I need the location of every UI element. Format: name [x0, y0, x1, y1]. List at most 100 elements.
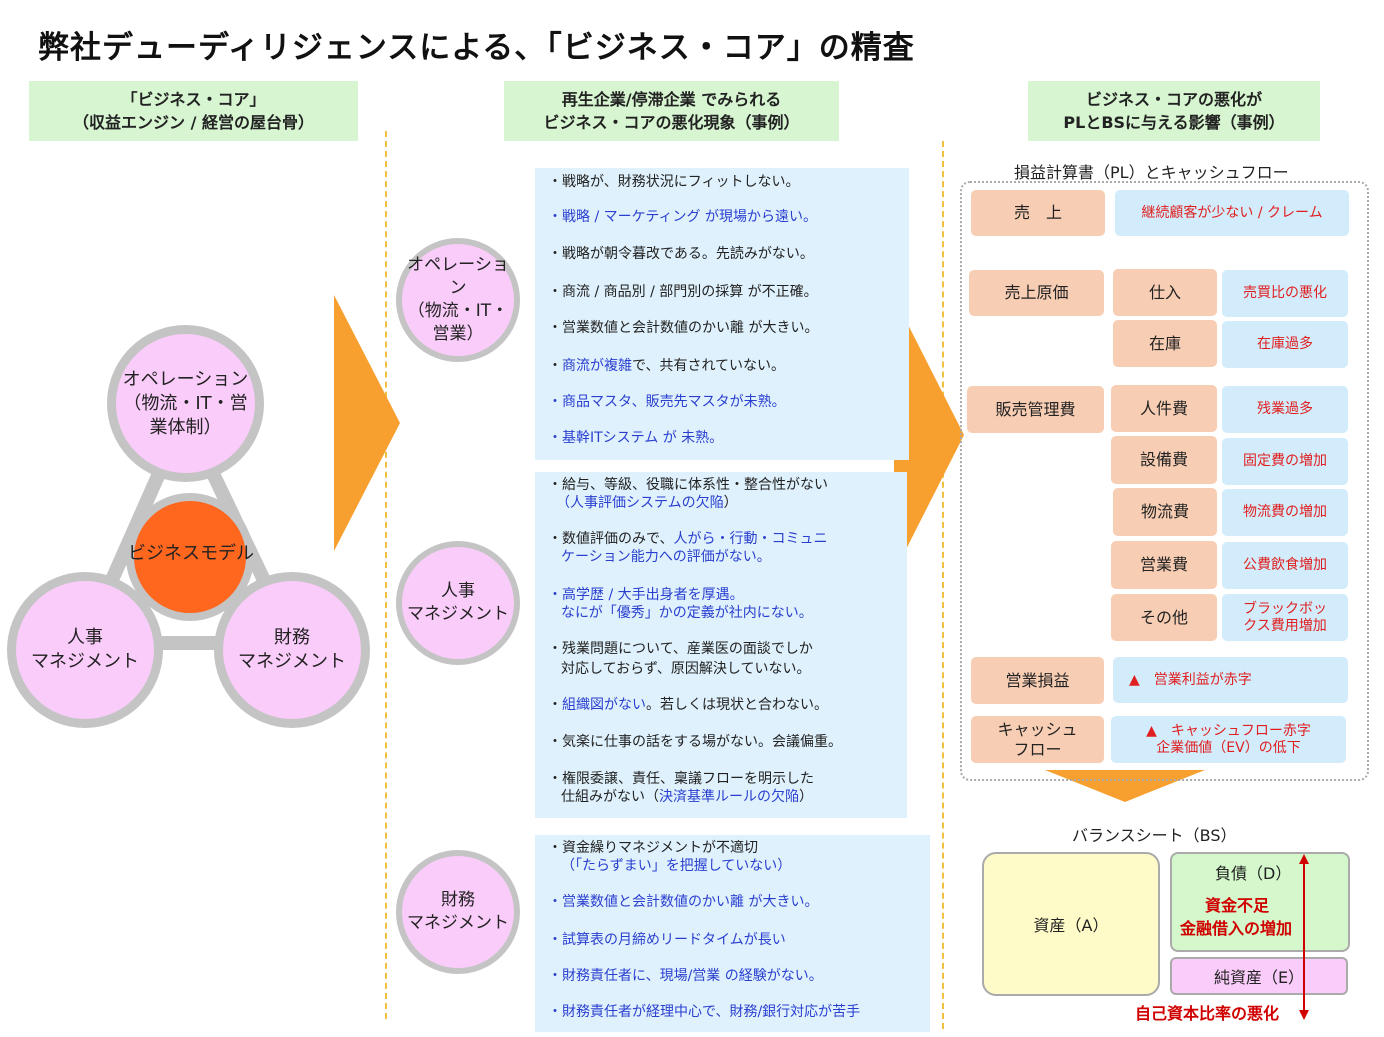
- circle-line: マネジメント: [407, 913, 509, 933]
- bs-liability-note: 資金不足: [1205, 896, 1270, 915]
- effect-line: ブラックボッ: [1243, 600, 1327, 617]
- circle-line: （物流・IT・営業）: [407, 301, 509, 344]
- example-item: ・財務責任者に、現場/営業 の経験がない。: [548, 968, 823, 984]
- pl-label: 損益計算書（PL）とキャッシュフロー: [1014, 163, 1289, 182]
- circle-line: オペレーション: [407, 255, 509, 298]
- header-line: ビジネス・コアの悪化が: [1085, 90, 1262, 109]
- pl-operating-income-effect: ▲ 営業利益が赤字: [1113, 657, 1348, 703]
- example-text: で、共有されていない。: [632, 358, 786, 374]
- pl-cashflow: キャッシュフロー: [971, 716, 1104, 763]
- column-divider: [942, 141, 944, 1029]
- core-hr-circle: 人事マネジメント: [7, 572, 163, 728]
- example-item: ・戦略が、財務状況にフィットしない。: [548, 174, 800, 190]
- header-line: 「ビジネス・コア」: [121, 90, 266, 109]
- example-item: ・商流 / 商品別 / 部門別の採算 が不正確。: [548, 284, 818, 300]
- example-item: ・権限委譲、責任、稟議フローを明示した: [548, 771, 814, 787]
- pl-container: [960, 181, 1369, 781]
- pl-sga-item: 物流費: [1113, 488, 1217, 536]
- example-text: 。若しくは現状と合わない。: [646, 697, 828, 713]
- header-line: PLとBSに与える影響（事例）: [1063, 113, 1285, 132]
- pl-sga-effect: 固定費の増加: [1222, 438, 1348, 485]
- up-down-arrow-icon: [1299, 854, 1309, 1020]
- example-text: ）: [723, 495, 738, 511]
- core-finance-circle: 財務マネジメント: [214, 572, 370, 728]
- pl-operating-income: 営業損益: [971, 657, 1104, 704]
- right-arrow-icon: [894, 297, 964, 573]
- header-phenomena: 再生企業/停滞企業 でみられる ビジネス・コアの悪化現象（事例）: [504, 81, 839, 141]
- column-divider: [385, 131, 387, 1019]
- example-item: 対応しておらず、原因解決していない。: [561, 661, 811, 677]
- pl-sga-effect: 物流費の増加: [1222, 489, 1348, 536]
- finance-examples-panel: [535, 835, 930, 1032]
- pl-sga: 販売管理費: [967, 386, 1104, 433]
- finance-circle: 財務マネジメント: [396, 850, 520, 974]
- pl-cogs-item: 在庫: [1113, 320, 1217, 367]
- pl-sga-item: その他: [1111, 594, 1217, 641]
- bs-liability-note: 金融借入の増加: [1180, 919, 1293, 938]
- pl-cogs-item: 仕入: [1113, 269, 1217, 316]
- operation-examples-panel: [535, 168, 909, 460]
- pl-sga-item: 人件費: [1111, 385, 1217, 432]
- example-item: 仕組みがない（決済基準ルールの欠陥）: [561, 789, 813, 806]
- example-highlight: 組織図がない: [562, 697, 646, 713]
- example-item: （人事評価システムの欠陥）: [556, 495, 738, 512]
- pl-sga-effect: ブラックボックス費用増加: [1222, 594, 1348, 641]
- example-text: 仕組みがない（: [561, 789, 659, 805]
- example-item: ・数値評価のみで、人がら・行動・コミュニ: [548, 531, 827, 548]
- example-text: （人事評価システムの欠陥: [556, 495, 724, 511]
- example-item: ・商流が複雑で、共有されていない。: [548, 358, 786, 374]
- pl-sga-effect: 残業過多: [1222, 386, 1348, 433]
- example-item: ・商品マスタ、販売先マスタが未熟。: [548, 394, 786, 410]
- hr-examples-panel: [535, 472, 907, 818]
- core-operation-circle: オペレーション（物流・IT・営業体制）: [107, 325, 264, 482]
- pl-cogs-effect: 売買比の悪化: [1222, 270, 1348, 317]
- bs-label: バランスシート（BS）: [1072, 826, 1237, 845]
- header-business-core: 「ビジネス・コア」 （収益エンジン / 経営の屋台骨）: [29, 81, 358, 141]
- pl-cashflow-effect: ▲ キャッシュフロー赤字企業価値（EV）の低下: [1111, 716, 1346, 763]
- right-arrow-icon: [334, 295, 400, 551]
- down-arrow-icon: [1045, 770, 1205, 802]
- effect-line: クス費用増加: [1243, 617, 1327, 634]
- example-highlight: 決済基準ルールの欠陥: [659, 789, 799, 805]
- circle-line: （物流・IT・営業体制）: [123, 392, 248, 438]
- example-text: ・数値評価のみで、: [548, 531, 674, 547]
- header-line: （収益エンジン / 経営の屋台骨）: [73, 113, 314, 132]
- example-item: ・財務責任者が経理中心で、財務/銀行対応が苦手: [548, 1004, 861, 1020]
- circle-line: 財務: [274, 627, 310, 648]
- hr-circle: 人事マネジメント: [396, 541, 520, 665]
- example-item: ・気楽に仕事の話をする場がない。会議偏重。: [548, 734, 842, 750]
- example-item: ・基幹ITシステム が 未熟。: [548, 430, 724, 446]
- cashflow-line: キャッシュ: [997, 719, 1078, 739]
- example-item: ・戦略が朝令暮改である。先読みがない。: [548, 246, 814, 262]
- example-item: ・組織図がない。若しくは現状と合わない。: [548, 697, 828, 713]
- header-impact: ビジネス・コアの悪化が PLとBSに与える影響（事例）: [1028, 81, 1320, 141]
- cashflow-line: フロー: [1013, 739, 1062, 759]
- effect-line: 企業価値（EV）の低下: [1156, 739, 1301, 756]
- example-item: なにが「優秀」かの定義が社内にない。: [561, 605, 813, 621]
- business-model-label: ビジネスモデル: [128, 543, 254, 564]
- example-item: ・給与、等級、役職に体系性・整合性がない: [548, 477, 828, 493]
- pl-sales-effect: 継続顧客が少ない / クレーム: [1115, 190, 1349, 236]
- example-item: ・営業数値と会計数値のかい離 が大きい。: [548, 894, 819, 910]
- page-title: 弊社デューディリジェンスによる、「ビジネス・コア」の精査: [38, 30, 915, 66]
- example-item: （「たらずまい」を把握していない）: [561, 858, 792, 874]
- pl-sales: 売 上: [971, 190, 1105, 236]
- example-item: ・高学歴 / 大手出身者を厚遇。: [548, 587, 744, 603]
- bs-liability-label: 負債（D）: [1215, 864, 1292, 883]
- header-line: ビジネス・コアの悪化現象（事例）: [543, 113, 800, 132]
- header-line: 再生企業/停滞企業 でみられる: [561, 90, 782, 109]
- bs-liability-box: [1170, 852, 1350, 952]
- bs-equity-box: 純資産（E）: [1170, 957, 1348, 995]
- example-item: ケーション能力への評価がない。: [561, 549, 771, 565]
- circle-line: オペレーション: [122, 368, 249, 390]
- pl-cogs-effect: 在庫過多: [1222, 321, 1348, 368]
- bs-asset-box: 資産（A）: [982, 852, 1160, 996]
- circle-line: マネジメント: [31, 651, 139, 672]
- circle-line: 財務: [441, 890, 475, 910]
- circle-line: 人事: [441, 581, 475, 601]
- example-item: ・戦略 / マーケティング が現場から遠い。: [548, 209, 817, 225]
- pl-sga-effect: 公費飲食増加: [1222, 542, 1348, 589]
- effect-line: ▲ キャッシュフロー赤字: [1146, 722, 1311, 739]
- example-text: ）: [799, 789, 813, 805]
- operation-circle: オペレーション（物流・IT・営業）: [396, 238, 520, 362]
